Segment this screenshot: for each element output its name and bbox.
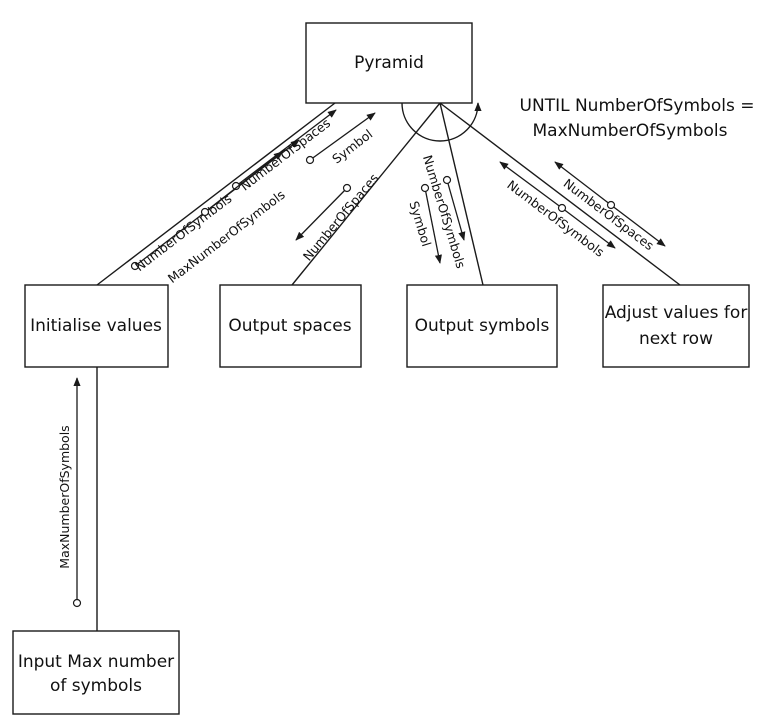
adjust-label-line1: Adjust values for — [605, 303, 748, 323]
initialise-label: Initialise values — [30, 316, 162, 336]
input-label-line2: of symbols — [50, 676, 142, 696]
flow-symbols-numberofsymbols-label: NumberOfSymbols — [420, 153, 469, 270]
condition-line2: MaxNumberOfSymbols — [533, 121, 728, 141]
connector-pyramid-output-spaces — [291, 102, 441, 286]
box-pyramid — [305, 22, 473, 104]
flow-init-symbol-label: Symbol — [329, 126, 375, 166]
input-label-line1: Input Max number — [18, 652, 174, 672]
box-output-spaces — [219, 284, 362, 368]
flow-input-maxnumberofsymbols: MaxNumberOfSymbols — [57, 377, 82, 608]
output-spaces-label: Output spaces — [228, 316, 351, 336]
box-initialise-values — [24, 284, 169, 368]
adjust-label-line2: next row — [639, 329, 713, 349]
pyramid-label: Pyramid — [354, 53, 424, 73]
iteration-arc — [401, 102, 482, 142]
output-symbols-label: Output symbols — [415, 316, 550, 336]
box-output-symbols — [406, 284, 558, 368]
connector-pyramid-adjust — [439, 102, 681, 286]
box-adjust-values — [602, 284, 750, 368]
flow-symbols-symbol-label: Symbol — [406, 199, 434, 248]
connector-pyramid-output-symbols — [439, 102, 484, 286]
flow-spaces-numberofspaces: NumberOfSpaces — [295, 171, 382, 264]
flow-input-maxnumberofsymbols-label: MaxNumberOfSymbols — [57, 425, 72, 568]
connector-pyramid-initialise — [96, 102, 336, 286]
box-input-max — [12, 630, 180, 715]
condition-line1: UNTIL NumberOfSymbols = — [520, 96, 755, 116]
flow-symbols-numberofsymbols: NumberOfSymbols — [420, 153, 469, 270]
flow-spaces-numberofspaces-label: NumberOfSpaces — [300, 171, 382, 264]
